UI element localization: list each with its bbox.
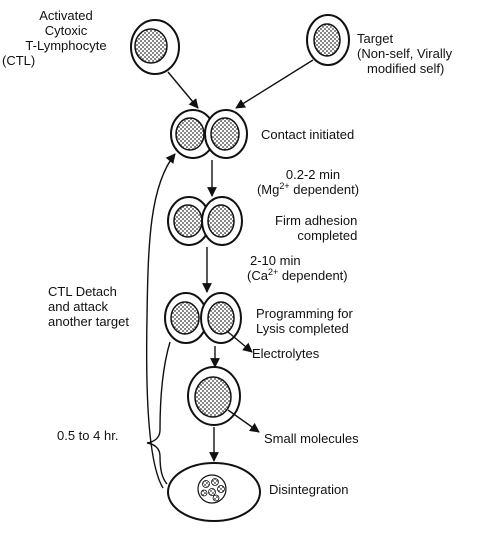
ctl-detach-line-3: another target — [48, 314, 129, 329]
duration-brace — [147, 342, 170, 484]
ctl-detach-line-2: and attack — [48, 299, 129, 314]
ctl-label: Activated Cytoxic T-Lymphocyte (CTL) — [0, 8, 132, 68]
ctl-detach-label: CTL Detach and attack another target — [48, 284, 129, 329]
programming-line-1: Programming for — [256, 306, 353, 321]
programming-line-2: Lysis completed — [256, 321, 353, 336]
electrolytes-arrow — [228, 332, 252, 352]
small-molecules-label: Small molecules — [264, 431, 359, 446]
ctl-label-line-2: Cytoxic — [0, 23, 132, 38]
target-label-line-1: Target — [357, 31, 452, 46]
step2-time: 2-10 min — [247, 253, 348, 268]
small-molecules-arrow — [228, 410, 259, 432]
step2-timing-label: 2-10 min (Ca2+ dependent) — [247, 253, 348, 283]
target-cell — [307, 15, 349, 65]
ctl-detach-line-1: CTL Detach — [48, 284, 129, 299]
ctl-label-line-3: T-Lymphocyte — [0, 38, 132, 53]
step1-condition: (Mg2+ dependent) — [242, 182, 374, 197]
ctl-to-contact-arrow — [168, 72, 198, 108]
target-label: Target (Non-self, Virally modified self) — [357, 31, 452, 76]
swelling-target-cell — [188, 367, 240, 425]
firm-adhesion-line-2: completed — [275, 228, 357, 243]
programming-label: Programming for Lysis completed — [256, 306, 353, 336]
ctl-cell — [131, 20, 179, 74]
target-label-line-3: modified self) — [357, 61, 452, 76]
adhesion-cell-pair — [168, 197, 242, 245]
ctl-label-line-4: (CTL) — [0, 53, 132, 68]
target-label-line-2: (Non-self, Virally — [357, 46, 452, 61]
firm-adhesion-line-1: Firm adhesion — [275, 213, 357, 228]
disintegration-label: Disintegration — [269, 482, 349, 497]
ctl-label-line-1: Activated — [0, 8, 132, 23]
programming-cell-pair — [165, 293, 241, 343]
firm-adhesion-label: Firm adhesion completed — [275, 213, 357, 243]
electrolytes-label: Electrolytes — [252, 346, 319, 361]
target-to-contact-arrow — [236, 60, 313, 108]
duration-label: 0.5 to 4 hr. — [57, 428, 118, 443]
step1-timing-label: 0.2-2 min (Mg2+ dependent) — [242, 167, 374, 197]
contact-initiated-label: Contact initiated — [261, 127, 354, 142]
step2-condition: (Ca2+ dependent) — [247, 268, 348, 283]
step1-time: 0.2-2 min — [242, 167, 374, 182]
disintegrating-cell — [168, 463, 260, 521]
contact-cell-pair — [171, 110, 247, 158]
